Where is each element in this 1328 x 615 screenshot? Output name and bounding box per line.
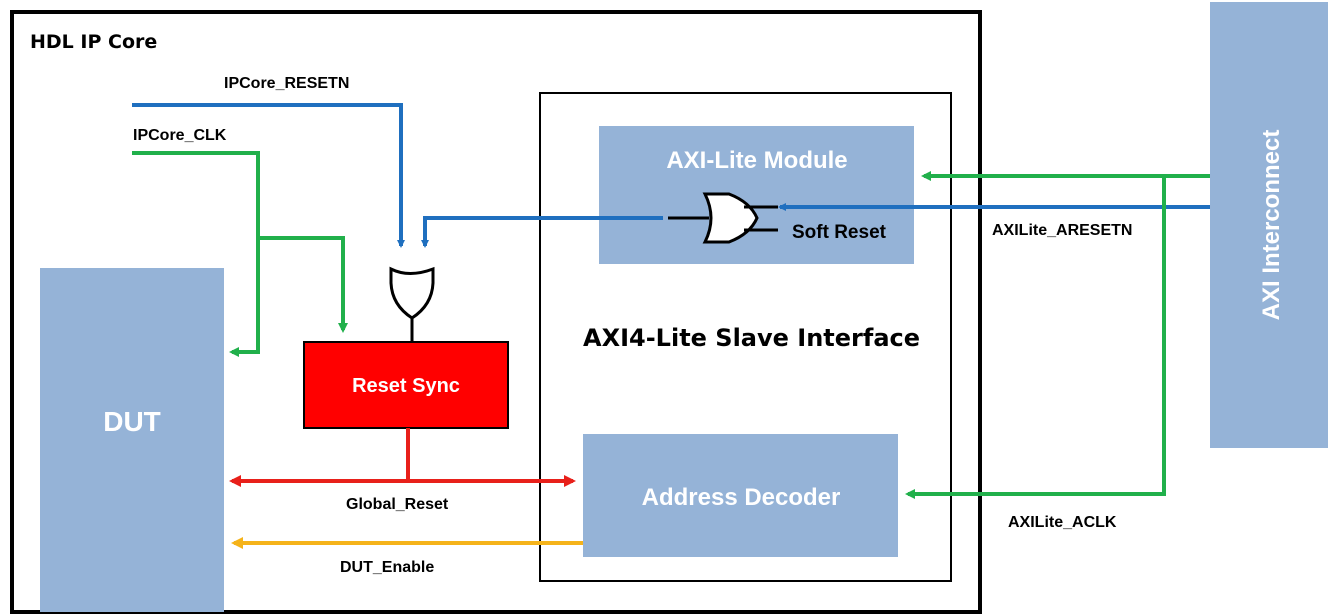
global-reset-label: Global_Reset (346, 496, 449, 513)
axi4-lite-slave-interface-label: AXI4-Lite Slave Interface (583, 324, 920, 352)
or-gate-icon (668, 192, 778, 244)
dut-block (40, 268, 224, 612)
soft-reset-label: Soft Reset (792, 222, 887, 243)
axilite-aresetn-label: AXILite_ARESETN (992, 222, 1132, 239)
or-gate-icon (389, 266, 435, 342)
axi-lite-module-block (599, 126, 914, 264)
ipcore-resetn-wire (132, 103, 405, 248)
axilite-aclk-label: AXILite_ACLK (1008, 514, 1117, 531)
ipcore-clk-to-reset-sync (258, 236, 348, 333)
hdl-ip-core-frame (10, 10, 982, 614)
address-decoder-block (583, 434, 898, 557)
ipcore-clk-wire (132, 151, 260, 357)
axi4-lite-slave-interface-frame (539, 92, 952, 582)
reset-sync-block (303, 341, 509, 429)
axi-interconnect-label: AXI Interconnect (1258, 130, 1285, 321)
address-decoder-label: Address Decoder (642, 484, 841, 511)
ipcore-resetn-label: IPCore_RESETN (224, 75, 349, 92)
ipcore-clk-label: IPCore_CLK (133, 127, 227, 144)
dut-label: DUT (103, 406, 161, 437)
soft-reset-wire (421, 216, 663, 248)
axilite-aclk-to-decoder (905, 176, 1166, 499)
axi-lite-module-label: AXI-Lite Module (666, 147, 847, 174)
dut-enable-label: DUT_Enable (340, 559, 434, 576)
hdl-ip-core-title: HDL IP Core (30, 31, 157, 53)
axi-interconnect-block (1210, 2, 1328, 448)
reset-sync-label: Reset Sync (352, 375, 460, 397)
